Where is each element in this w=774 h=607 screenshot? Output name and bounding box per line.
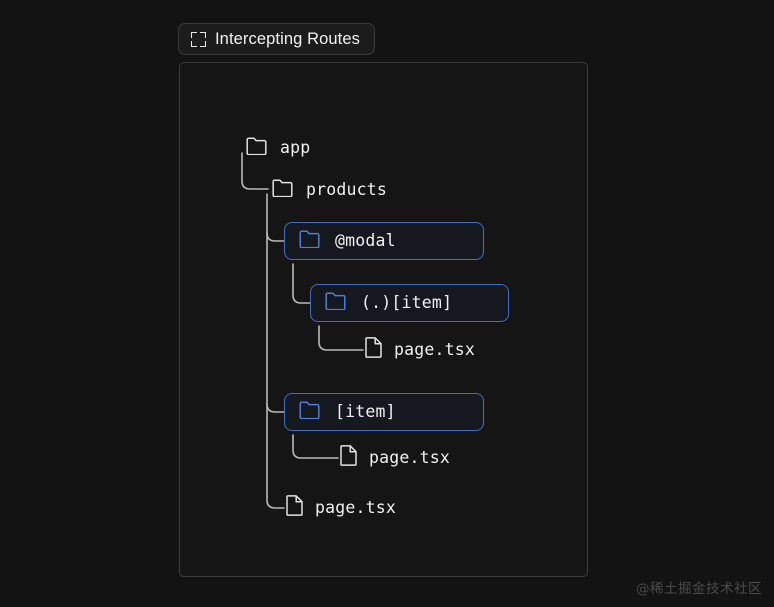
tree-node-dot-item[interactable]: (.)[item]	[310, 284, 509, 322]
tree-node-label: page.tsx	[315, 497, 397, 517]
tree-node-label: page.tsx	[394, 339, 476, 359]
watermark: @稀土掘金技术社区	[636, 581, 762, 597]
folder-icon	[272, 178, 294, 202]
tree-node-modal-page[interactable]: page.tsx	[365, 337, 475, 363]
tree-node-products[interactable]: products	[272, 177, 387, 203]
tree-node-label: page.tsx	[369, 447, 451, 467]
tree-node-app[interactable]: app	[246, 135, 310, 161]
folder-icon	[299, 229, 321, 253]
file-icon	[340, 445, 357, 471]
file-icon	[286, 495, 303, 521]
file-icon	[365, 337, 382, 363]
tree-node-item-page[interactable]: page.tsx	[340, 445, 450, 471]
tree-node-modal[interactable]: @modal	[284, 222, 484, 260]
tree-node-label: app	[280, 137, 311, 157]
tree-node-item[interactable]: [item]	[284, 393, 484, 431]
tree-node-label: [item]	[335, 401, 396, 421]
tree-node-products-page[interactable]: page.tsx	[286, 495, 396, 521]
frame-brackets-icon	[191, 31, 206, 47]
page-title: Intercepting Routes	[215, 29, 360, 48]
intercepting-routes-chip: Intercepting Routes	[178, 23, 375, 55]
file-tree-panel: app products @modal (.)[item]	[179, 62, 588, 577]
folder-icon	[246, 136, 268, 160]
folder-icon	[299, 400, 321, 424]
tree-node-label: (.)[item]	[361, 292, 453, 312]
folder-icon	[325, 291, 347, 315]
tree-connector-lines	[241, 152, 364, 509]
tree-node-label: @modal	[335, 230, 396, 250]
tree-node-label: products	[306, 179, 388, 199]
